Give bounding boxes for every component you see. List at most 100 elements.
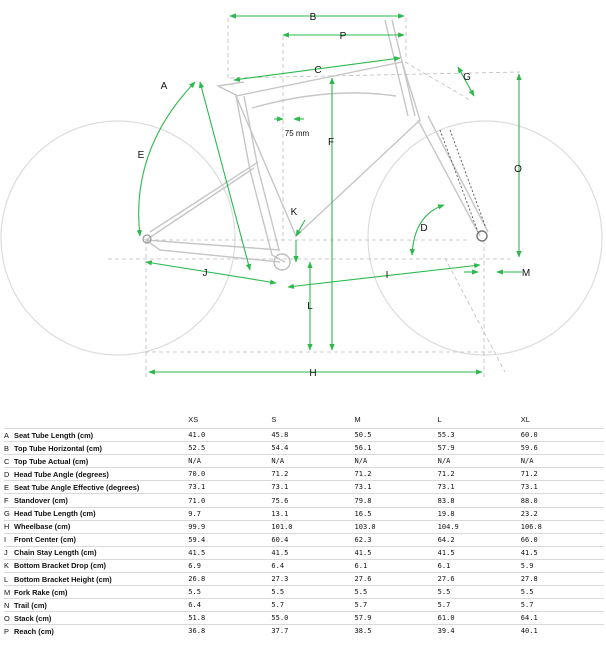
- row-value: 71.2: [437, 467, 521, 481]
- row-value: 71.0: [188, 493, 272, 508]
- row-value: 5.5: [437, 585, 521, 599]
- row-value: 41.5: [354, 545, 438, 560]
- row-value: 71.2: [354, 467, 438, 481]
- row-value: 5.7: [271, 598, 355, 612]
- label-c: C: [314, 65, 321, 76]
- dimension-lines: [136, 13, 522, 375]
- row-value: 26.8: [188, 572, 272, 586]
- row-value: 52.5: [188, 441, 272, 455]
- row-value: 79.8: [354, 493, 438, 508]
- row-letter: J: [4, 545, 15, 560]
- row-name: Bottom Bracket Drop (cm): [14, 558, 189, 573]
- label-h: H: [309, 368, 316, 379]
- row-name: Top Tube Actual (cm): [14, 454, 189, 468]
- size-header: L: [437, 414, 442, 424]
- row-name: Seat Tube Angle Effective (degrees): [14, 480, 189, 494]
- row-value: 57.9: [354, 611, 438, 625]
- row-name: Front Center (cm): [14, 532, 189, 547]
- row-value: 27.6: [354, 572, 438, 586]
- row-name: Chain Stay Length (cm): [14, 545, 189, 560]
- row-letter: D: [4, 467, 15, 481]
- row-value: 71.2: [271, 467, 355, 481]
- row-value: 73.1: [520, 480, 604, 494]
- row-name: Stack (cm): [14, 611, 189, 625]
- row-value: 5.5: [271, 585, 355, 599]
- label-e: E: [138, 150, 145, 161]
- row-value: 70.0: [188, 467, 272, 481]
- row-name: Reach (cm): [14, 624, 189, 638]
- row-value: 101.0: [271, 519, 355, 534]
- row-value: 75.6: [271, 493, 355, 508]
- row-letter: K: [4, 558, 15, 573]
- row-value: 5.5: [354, 585, 438, 599]
- row-value: 40.1: [520, 624, 604, 638]
- label-d: D: [420, 223, 427, 234]
- row-value: 60.0: [520, 427, 604, 442]
- row-value: 9.7: [188, 506, 272, 521]
- row-value: 41.5: [188, 545, 272, 560]
- row-value: 60.4: [271, 532, 355, 547]
- row-value: 37.7: [271, 624, 355, 638]
- row-value: 19.8: [437, 506, 521, 521]
- row-value: 27.6: [437, 572, 521, 586]
- row-value: 57.9: [437, 441, 521, 455]
- label-75mm: 75 mm: [285, 129, 310, 138]
- row-name: Bottom Bracket Height (cm): [14, 572, 189, 586]
- row-value: N/A: [354, 454, 438, 468]
- row-name: Head Tube Length (cm): [14, 506, 189, 521]
- row-value: 5.7: [354, 598, 438, 612]
- row-name: Trail (cm): [14, 598, 189, 612]
- bike-frame: [143, 19, 489, 263]
- row-value: 99.9: [188, 519, 272, 534]
- row-letter: F: [4, 493, 15, 508]
- geometry-table-header: XS S M L XL: [4, 414, 604, 429]
- label-p: P: [340, 31, 347, 42]
- row-value: N/A: [437, 454, 521, 468]
- bike-geometry-diagram: B P C A E F G O K D J I M L H 75 mm: [0, 12, 603, 380]
- label-a: A: [161, 81, 168, 92]
- row-letter: P: [4, 624, 15, 638]
- row-value: 55.0: [271, 611, 355, 625]
- row-value: 6.4: [188, 598, 272, 612]
- size-header: XL: [520, 414, 530, 424]
- row-letter: E: [4, 480, 15, 494]
- front-wheel: [367, 120, 603, 356]
- row-letter: L: [4, 572, 15, 586]
- row-value: 41.5: [520, 545, 604, 560]
- row-letter: A: [4, 427, 15, 442]
- row-value: N/A: [520, 454, 604, 468]
- row-value: 6.1: [437, 558, 521, 573]
- label-m: M: [522, 268, 530, 279]
- row-value: 6.1: [354, 558, 438, 573]
- row-value: 88.0: [520, 493, 604, 508]
- row-letter: C: [4, 454, 15, 468]
- row-value: 104.9: [437, 519, 521, 534]
- row-value: 6.9: [188, 558, 272, 573]
- label-f: F: [328, 137, 334, 148]
- label-o: O: [514, 164, 522, 175]
- row-value: 41.5: [271, 545, 355, 560]
- fork-details: [439, 129, 487, 233]
- row-value: 27.3: [271, 572, 355, 586]
- row-value: 59.6: [520, 441, 604, 455]
- row-letter: N: [4, 598, 15, 612]
- row-value: 5.5: [188, 585, 272, 599]
- row-name: Wheelbase (cm): [14, 519, 189, 534]
- size-header: S: [271, 414, 277, 424]
- row-value: 5.7: [437, 598, 521, 612]
- row-value: 56.1: [354, 441, 438, 455]
- row-value: 103.0: [354, 519, 438, 534]
- row-value: 41.0: [188, 427, 272, 442]
- size-header: XS: [188, 414, 199, 424]
